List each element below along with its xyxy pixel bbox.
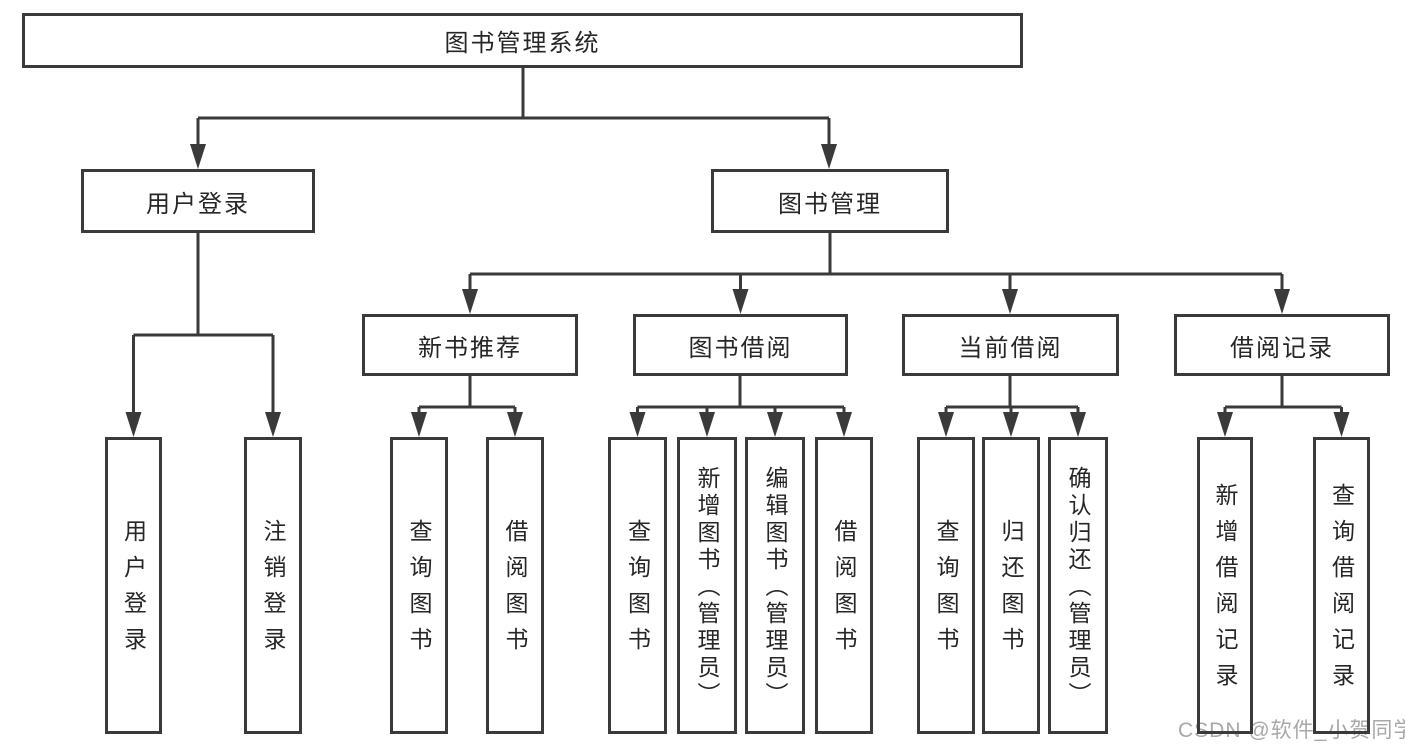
leaf-edit-books-admin: 编辑图书（管理员） — [745, 437, 805, 734]
node-book-borrowing: 图书借阅 — [633, 314, 848, 376]
node-book-management: 图书管理 — [711, 169, 949, 233]
node-user-login: 用户登录 — [81, 169, 315, 233]
arrowheads — [125, 144, 1350, 437]
leaf-borrow-books: 借阅图书 — [815, 437, 873, 734]
leaf-logout: 注销登录 — [244, 437, 302, 734]
leaf-add-borrow-record: 新增借阅记录 — [1197, 437, 1253, 734]
csdn-watermark: CSDN @软件_小贺同学 — [1178, 719, 1405, 742]
node-borrowing-records: 借阅记录 — [1174, 314, 1390, 376]
leaf-user-login: 用户登录 — [105, 437, 162, 734]
leaf-confirm-return-admin: 确认归还（管理员） — [1048, 437, 1108, 734]
node-new-book-recommend: 新书推荐 — [362, 314, 578, 376]
leaf-borrow-books-recommend: 借阅图书 — [486, 437, 544, 734]
node-root: 图书管理系统 — [22, 13, 1023, 68]
leaf-add-books-admin: 新增图书（管理员） — [677, 437, 737, 734]
leaf-query-books-current: 查询图书 — [917, 437, 975, 734]
leaf-query-borrow-record: 查询借阅记录 — [1313, 437, 1370, 734]
leaf-query-books-borrow: 查询图书 — [608, 437, 667, 734]
leaf-return-books: 归还图书 — [982, 437, 1040, 734]
node-current-borrowing: 当前借阅 — [902, 314, 1119, 376]
leaf-query-books-recommend: 查询图书 — [390, 437, 448, 734]
